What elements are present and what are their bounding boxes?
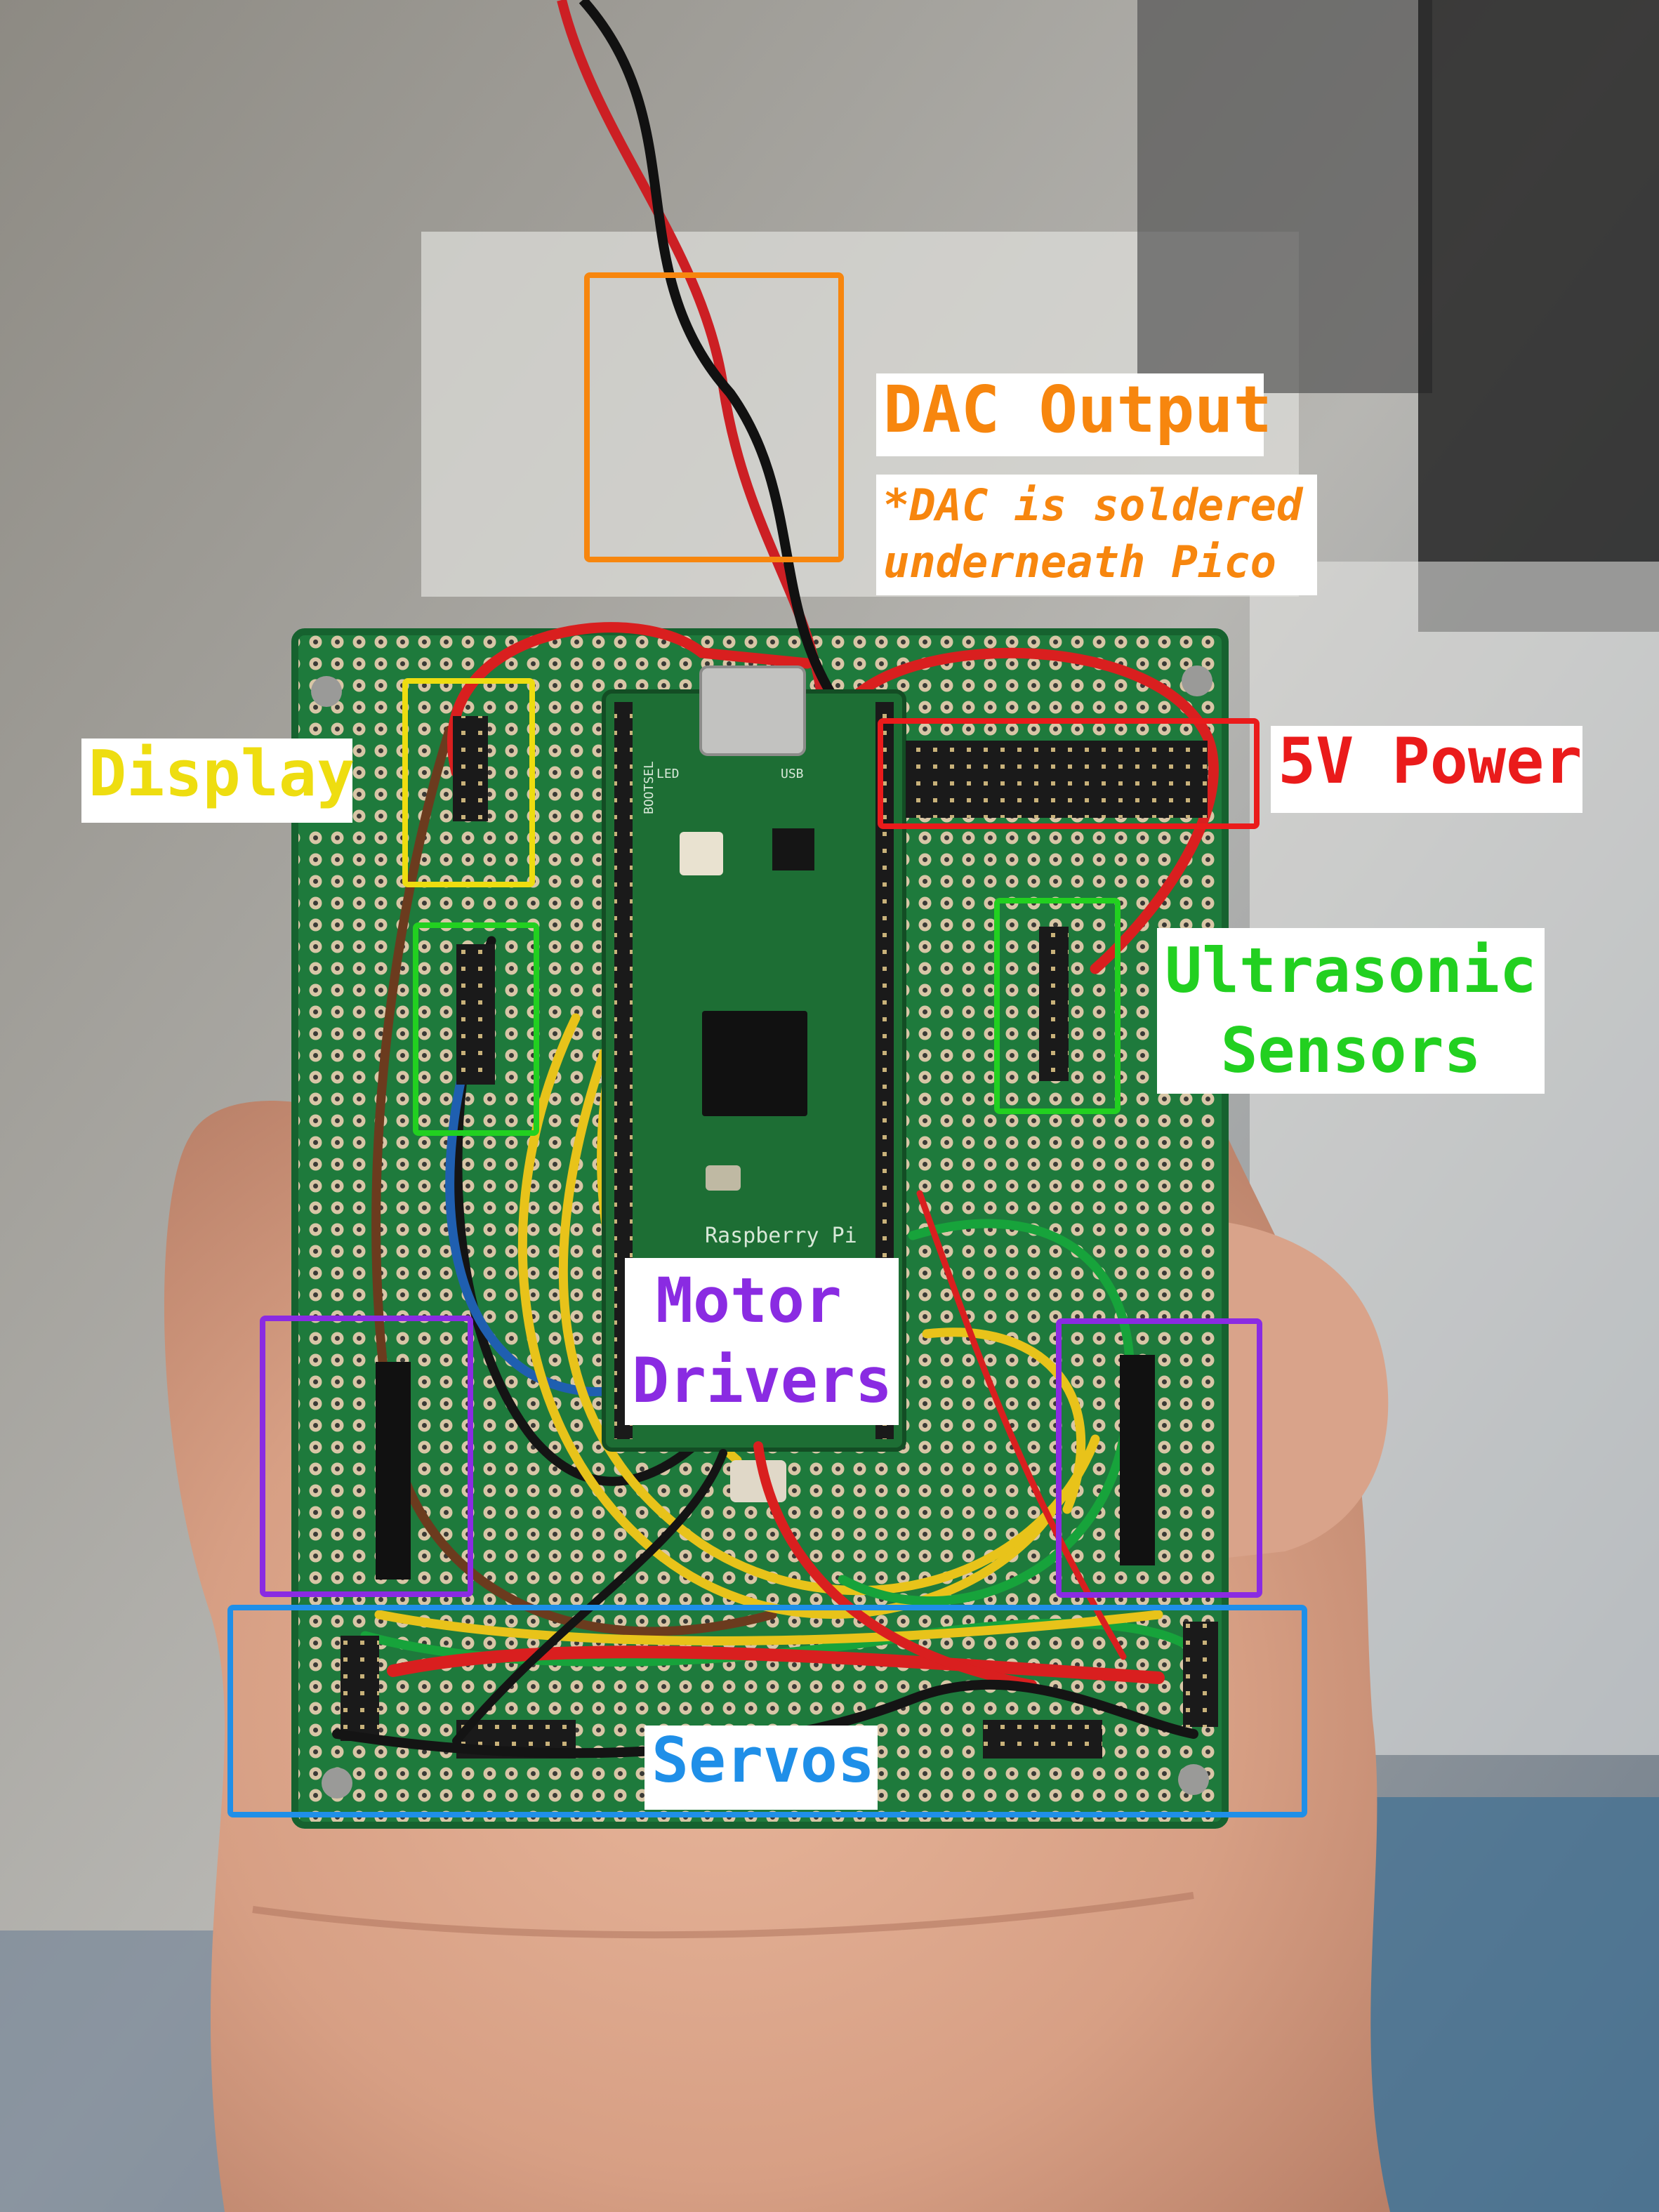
bootsel-silkscreen: BOOTSEL xyxy=(642,761,656,814)
bootsel-button xyxy=(680,832,723,875)
ultrasonic-sensors-label: Ultrasonic Sensors xyxy=(1157,928,1545,1094)
servos-label: Servos xyxy=(645,1726,878,1810)
wire-yellow xyxy=(517,1013,1058,1619)
motor-driver-left-socket xyxy=(376,1362,411,1579)
dac-output-label: DAC Output xyxy=(876,373,1272,456)
power-5v-box xyxy=(878,718,1260,829)
servo-header-bottom-right xyxy=(983,1720,1102,1759)
ultrasonic-right-header xyxy=(1039,927,1069,1081)
mount-hole xyxy=(322,1768,352,1799)
pico-silkscreen: Raspberry Pi xyxy=(705,1224,857,1248)
dac-cable-black xyxy=(579,0,836,698)
wire-black-diag xyxy=(452,1449,727,1745)
dac-note: *DAC is soldered underneath Pico xyxy=(876,475,1317,595)
motor-driver-left-box xyxy=(260,1316,473,1597)
ultrasonic-right-box xyxy=(994,898,1121,1114)
dac-output-box xyxy=(584,272,844,562)
motor-label-line-2: Drivers xyxy=(632,1344,892,1417)
mount-hole xyxy=(311,676,342,707)
hand-finger xyxy=(1222,1221,1389,1558)
servos-box xyxy=(227,1605,1307,1817)
hand-crease xyxy=(252,1892,1194,1939)
wire-black-bottom xyxy=(332,1679,1198,1759)
power-header xyxy=(906,741,1208,818)
wire-yellow xyxy=(374,1610,1163,1645)
motor-driver-right-socket xyxy=(1120,1355,1155,1565)
motor-label-line-1: Motor xyxy=(656,1264,842,1337)
display-label: Display xyxy=(81,739,355,823)
rp2040-chip xyxy=(702,1011,807,1116)
usb-port xyxy=(699,665,806,756)
background-monitor xyxy=(1137,0,1432,393)
hand xyxy=(164,1101,1390,2212)
dac-note-line-1: *DAC is soldered xyxy=(883,479,1303,531)
display-header xyxy=(453,716,488,821)
mount-hole xyxy=(1178,1764,1209,1795)
wiring-top xyxy=(332,1190,1198,1759)
mount-hole xyxy=(1182,665,1212,696)
ultrasonic-left-header xyxy=(456,944,495,1085)
wire-red-diag xyxy=(753,1441,1037,1690)
motor-driver-right-box xyxy=(1056,1318,1262,1598)
dac-note-line-2: underneath Pico xyxy=(883,536,1276,588)
servo-header-right xyxy=(1183,1622,1218,1727)
wire-red-thin xyxy=(916,1190,1127,1660)
wire-red-bottom xyxy=(387,1645,1165,1684)
background-monitor-dark xyxy=(1418,0,1659,632)
wire-yellow xyxy=(558,1048,1100,1595)
perfboard-edge xyxy=(291,628,1229,1829)
flash-chip xyxy=(772,828,814,870)
led-silkscreen: LED xyxy=(656,767,680,781)
power-5v-label: 5V Power xyxy=(1271,726,1582,813)
ultrasonic-label-line-2: Sensors xyxy=(1220,1014,1481,1087)
motor-drivers-label: Motor Drivers xyxy=(625,1258,899,1425)
ultrasonic-label-line-1: Ultrasonic xyxy=(1165,934,1537,1007)
crystal xyxy=(706,1165,741,1191)
servo-header-left xyxy=(341,1636,379,1741)
usb-silkscreen: USB xyxy=(781,767,804,781)
display-box xyxy=(402,678,535,887)
ultrasonic-left-box xyxy=(413,922,539,1136)
